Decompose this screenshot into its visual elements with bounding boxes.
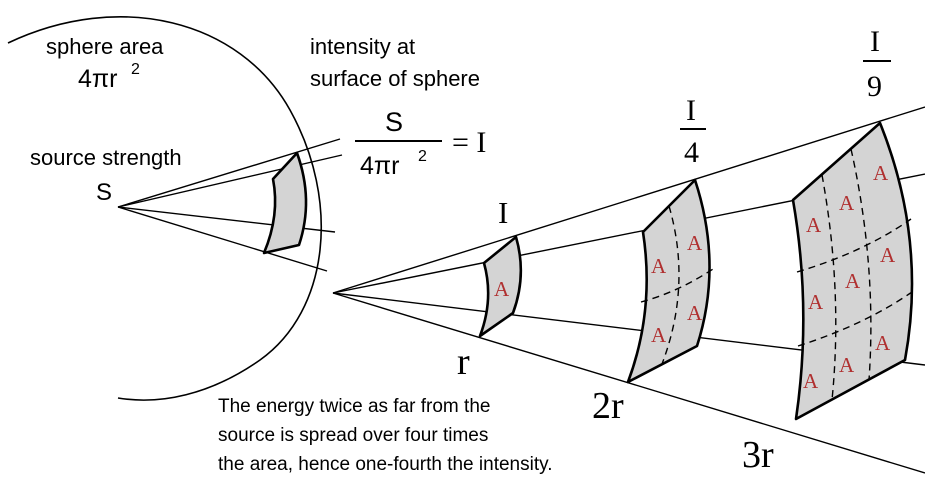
patch-r <box>478 235 523 338</box>
distance-r: r <box>457 341 470 383</box>
intensity-at-r: I <box>498 195 508 230</box>
formula-numerator: S <box>385 107 403 137</box>
area-label: A <box>494 277 510 301</box>
caption-line-3: the area, hence one-fourth the intensity… <box>218 454 552 475</box>
sphere-area-label: sphere area <box>46 34 164 59</box>
intensity-label-line1: intensity at <box>310 34 415 59</box>
sphere-area-exponent: 2 <box>131 61 140 78</box>
formula-denominator-exponent: 2 <box>418 148 427 165</box>
area-label: A <box>651 323 667 347</box>
area-label: A <box>803 369 819 393</box>
intensity-at-3r-numerator: I <box>870 25 880 58</box>
area-label: A <box>875 331 891 355</box>
formula-denominator: 4πr <box>360 152 399 180</box>
distance-3r: 3r <box>742 434 774 476</box>
area-label: A <box>845 269 861 293</box>
patch-3r-grid <box>796 148 913 401</box>
source-strength-label: source strength <box>30 145 182 170</box>
intensity-at-2r-denominator: 4 <box>684 136 699 169</box>
sphere-surface-patch <box>262 151 308 255</box>
distance-2r: 2r <box>592 385 624 427</box>
caption-line-1: The energy twice as far from the <box>218 396 490 417</box>
source-symbol: S <box>96 179 112 206</box>
area-labels: A A A A A A A A A A A A A A <box>494 161 896 393</box>
intensity-label-line2: surface of sphere <box>310 66 480 91</box>
intensity-at-2r-numerator: I <box>686 94 696 127</box>
patch-2r-grid <box>640 205 714 365</box>
area-label: A <box>687 301 703 325</box>
patch-3r <box>791 121 914 421</box>
sphere-area-formula: 4πr <box>78 65 117 93</box>
area-label: A <box>839 191 855 215</box>
area-label: A <box>839 353 855 377</box>
intensity-at-3r-denominator: 9 <box>867 70 882 103</box>
formula-equals-intensity: = I <box>452 126 486 159</box>
area-label: A <box>687 231 703 255</box>
area-label: A <box>806 213 822 237</box>
area-label: A <box>873 161 889 185</box>
area-label: A <box>880 243 896 267</box>
patch-2r <box>626 178 711 384</box>
area-label: A <box>651 254 667 278</box>
area-label: A <box>808 290 824 314</box>
caption-line-2: source is spread over four times <box>218 425 488 446</box>
sphere-outline <box>7 16 322 401</box>
